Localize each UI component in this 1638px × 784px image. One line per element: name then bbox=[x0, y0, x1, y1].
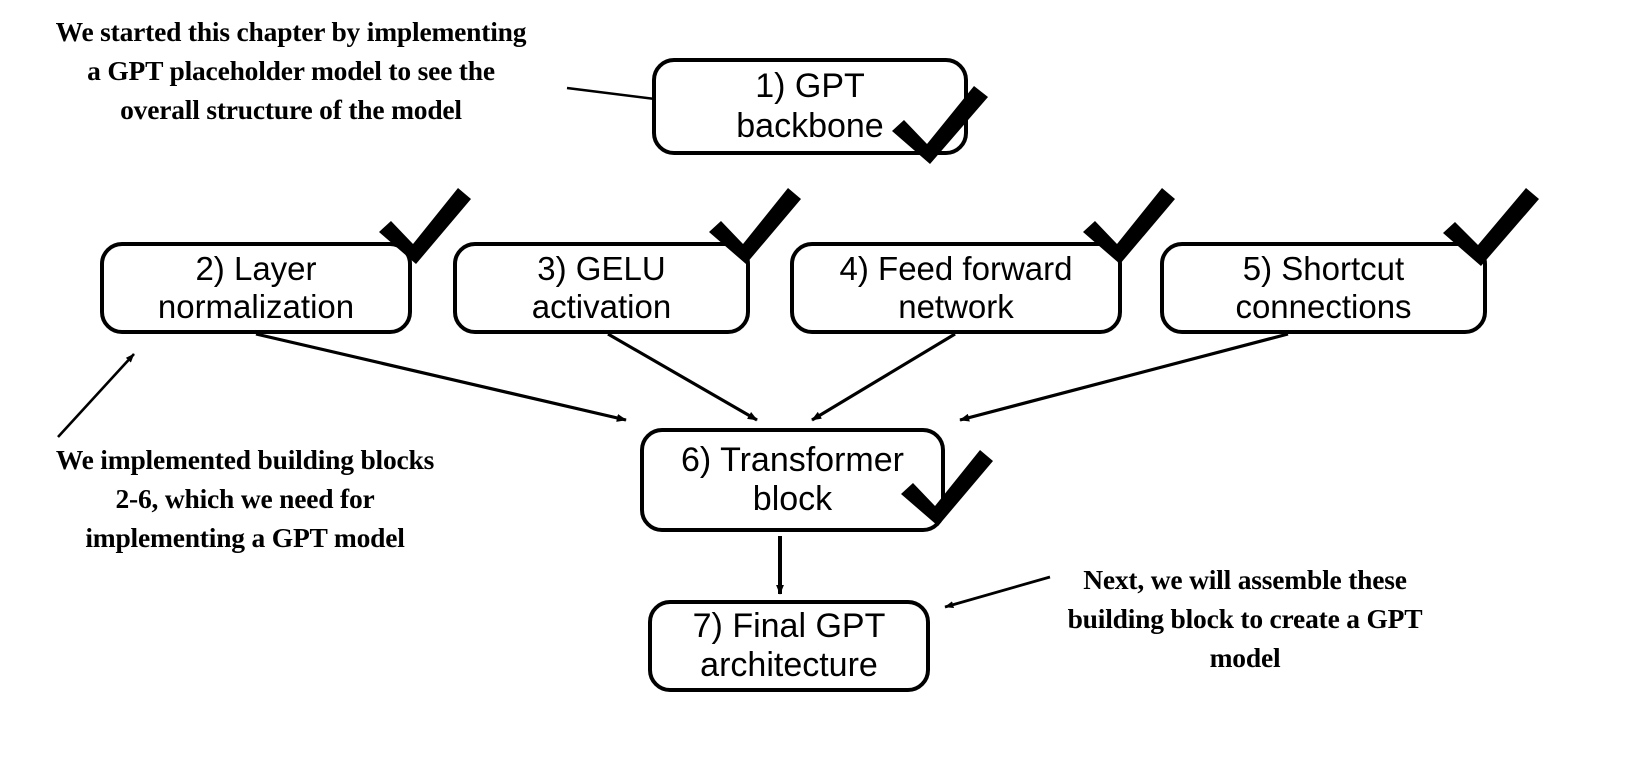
node-gpt-backbone[interactable]: 1) GPT backbone bbox=[652, 58, 968, 155]
node-feed-forward-network-label: 4) Feed forward network bbox=[839, 249, 1073, 325]
annotation-bottom-right: Next, we will assemble these building bl… bbox=[1067, 564, 1423, 674]
node-layer-normalization[interactable]: 2) Layer normalization bbox=[100, 242, 412, 334]
node-final-gpt-architecture-label: 7) Final GPT architecture bbox=[692, 606, 886, 684]
node-shortcut-connections-label: 5) Shortcut connections bbox=[1235, 249, 1412, 325]
arrow-annotation-to-layer-norm bbox=[57, 353, 135, 438]
node-gpt-backbone-label: 1) GPT backbone bbox=[736, 67, 884, 145]
node-transformer-block[interactable]: 6) Transformer block bbox=[640, 428, 945, 532]
arrow-shortcut-to-transformer bbox=[959, 332, 1289, 422]
node-feed-forward-network[interactable]: 4) Feed forward network bbox=[790, 242, 1122, 334]
annotation-bottom-left: We implemented building blocks 2-6, whic… bbox=[55, 444, 435, 554]
node-gelu-activation[interactable]: 3) GELU activation bbox=[453, 242, 750, 334]
arrow-gelu-to-transformer bbox=[607, 332, 758, 422]
annotation-top-left: We started this chapter by implementing … bbox=[55, 16, 527, 126]
node-gelu-activation-label: 3) GELU activation bbox=[531, 249, 672, 325]
node-transformer-block-label: 6) Transformer block bbox=[681, 440, 904, 518]
node-shortcut-connections[interactable]: 5) Shortcut connections bbox=[1160, 242, 1487, 334]
node-layer-normalization-label: 2) Layer normalization bbox=[157, 249, 355, 325]
node-final-gpt-architecture[interactable]: 7) Final GPT architecture bbox=[648, 600, 930, 692]
arrow-feed-forward-to-transformer bbox=[811, 332, 956, 422]
arrow-layer-norm-to-transformer bbox=[255, 332, 627, 422]
arrow-annotation-to-final-gpt bbox=[944, 575, 1051, 609]
arrow-annotation-to-gpt-backbone bbox=[566, 86, 664, 103]
